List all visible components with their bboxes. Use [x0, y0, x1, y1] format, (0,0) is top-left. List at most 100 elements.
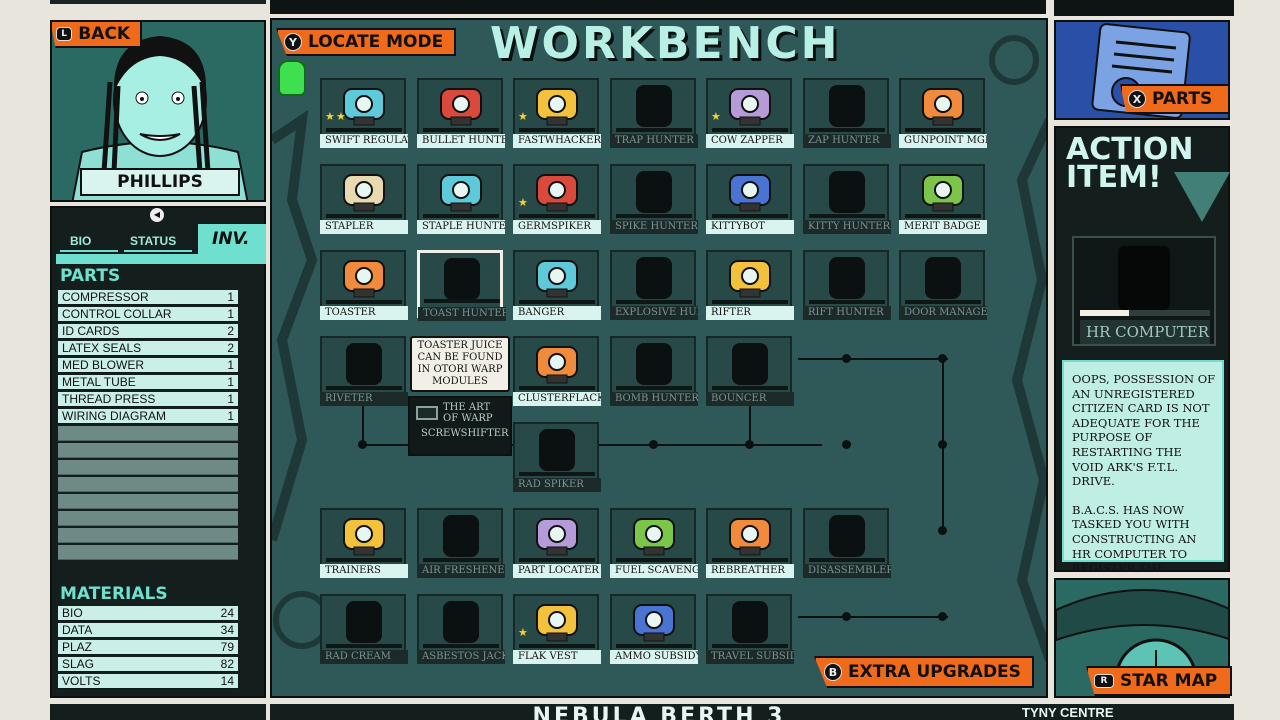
- action-item-description: OOPS, POSSESSION OF AN UNREGISTERED CITI…: [1062, 360, 1224, 590]
- workbench-item[interactable]: AMMO SUBSIDY: [610, 594, 698, 664]
- material-qty: 24: [220, 606, 234, 620]
- workbench-item[interactable]: TRAVEL SUBSIDY: [706, 594, 794, 664]
- workbench-item[interactable]: KITTY HUNTER: [803, 164, 891, 234]
- material-name: BIO: [62, 606, 83, 620]
- extra-upgrades-button[interactable]: B EXTRA UPGRADES: [814, 656, 1034, 688]
- star-rating-icon: ★: [336, 111, 346, 123]
- tab-bio[interactable]: BIO: [60, 230, 118, 252]
- workbench-item[interactable]: ZAP HUNTER: [803, 78, 891, 148]
- parts-button[interactable]: X PARTS: [1120, 84, 1230, 114]
- star-map-button[interactable]: R STAR MAP: [1086, 666, 1232, 696]
- item-label: GERMSPIKER: [513, 220, 601, 234]
- screwdriver-icon: [414, 429, 418, 438]
- item-progress-bar: [712, 386, 788, 390]
- workbench-item[interactable]: BOMB HUNTER: [610, 336, 698, 406]
- item-label: FASTWHACKER: [513, 134, 601, 148]
- bottom-strip-right: TYNY CENTRE: [1016, 704, 1234, 720]
- workbench-item[interactable]: TRAINERS: [320, 508, 408, 578]
- tab-inventory[interactable]: INV.: [198, 224, 266, 254]
- workbench-item[interactable]: EXPLOSIVE HUNTER: [610, 250, 698, 320]
- item-progress-bar: [423, 128, 499, 132]
- locate-mode-button[interactable]: Y LOCATE MODE: [276, 28, 456, 56]
- hint-tooltip: TOASTER JUICE CAN BE FOUND IN OTORI WARP…: [410, 336, 510, 392]
- workbench-item[interactable]: CLUSTERFLACK: [513, 336, 601, 406]
- parts-list-empty-slot: [58, 443, 238, 458]
- workbench-item[interactable]: GUNPOINT MGR: [899, 78, 987, 148]
- workbench-panel: WORKBENCH SWIFT REGULATOR★★BULLET HUNTER…: [270, 18, 1048, 698]
- star-rating-icon: ★: [711, 111, 721, 123]
- requirement-1: THE ART OF WARP: [443, 402, 493, 424]
- item-art-icon: [616, 599, 692, 645]
- connector-node: [938, 440, 947, 449]
- workbench-item[interactable]: PART LOCATER: [513, 508, 601, 578]
- workbench-item[interactable]: RIFTER: [706, 250, 794, 320]
- workbench-item[interactable]: MERIT BADGE: [899, 164, 987, 234]
- collapse-arrow-icon[interactable]: ◀: [150, 208, 164, 222]
- action-item-panel: ACTION ITEM! HR COMPUTER OOPS, POSSESSIO…: [1054, 126, 1230, 590]
- workbench-item[interactable]: GERMSPIKER★: [513, 164, 601, 234]
- item-label: ZAP HUNTER: [803, 134, 891, 148]
- part-qty: 2: [227, 324, 234, 338]
- hint-requirements: THE ART OF WARP SCREWSHIFTER: [408, 396, 512, 456]
- connector-line: [749, 400, 751, 446]
- workbench-item[interactable]: FLAK VEST★: [513, 594, 601, 664]
- workbench-item[interactable]: RIVETER: [320, 336, 408, 406]
- workbench-item[interactable]: BULLET HUNTER: [417, 78, 505, 148]
- workbench-item[interactable]: RAD CREAM: [320, 594, 408, 664]
- item-label: STAPLE HUNTER: [417, 220, 505, 234]
- workbench-item[interactable]: FUEL SCAVENGER: [610, 508, 698, 578]
- workbench-item[interactable]: DISASSEMBLER: [803, 508, 891, 578]
- target-name: HR COMPUTER: [1080, 320, 1210, 344]
- workbench-item[interactable]: ASBESTOS JACKET: [417, 594, 505, 664]
- workbench-item[interactable]: TOAST HUNTER: [417, 250, 506, 321]
- workbench-item[interactable]: SWIFT REGULATOR★★: [320, 78, 408, 148]
- workbench-item[interactable]: BANGER: [513, 250, 601, 320]
- star-map-label: STAR MAP: [1120, 671, 1218, 691]
- item-label: TRAINERS: [320, 564, 408, 578]
- material-qty: 34: [220, 623, 234, 637]
- workbench-item[interactable]: BOUNCER: [706, 336, 794, 406]
- locked-item-silhouette-icon: [326, 599, 402, 645]
- parts-list-empty-slot: [58, 494, 238, 509]
- workbench-item[interactable]: SPIKE HUNTER: [610, 164, 698, 234]
- back-button[interactable]: L BACK: [50, 20, 142, 48]
- workbench-item[interactable]: RIFT HUNTER: [803, 250, 891, 320]
- workbench-item[interactable]: AIR FRESHENER: [417, 508, 505, 578]
- location-title: NEBULA BERTH 3: [532, 704, 786, 720]
- workbench-item[interactable]: COW ZAPPER★: [706, 78, 794, 148]
- item-progress-bar: [712, 644, 788, 648]
- workbench-item[interactable]: TOASTER: [320, 250, 408, 320]
- workbench-item[interactable]: RAD SPIKER: [513, 422, 601, 492]
- item-progress-bar: [616, 128, 692, 132]
- workbench-item[interactable]: REBREATHER: [706, 508, 794, 578]
- workbench-item[interactable]: STAPLE HUNTER: [417, 164, 505, 234]
- workbench-item[interactable]: TRAP HUNTER: [610, 78, 698, 148]
- part-qty: 1: [227, 290, 234, 304]
- workbench-item[interactable]: STAPLER: [320, 164, 408, 234]
- back-button-label: BACK: [78, 24, 130, 44]
- tab-status[interactable]: STATUS: [124, 230, 192, 252]
- workbench-item[interactable]: FASTWHACKER★: [513, 78, 601, 148]
- parts-button-label: PARTS: [1152, 89, 1213, 109]
- top-strip-right: [1054, 0, 1234, 16]
- workbench-item[interactable]: DOOR MANAGER: [899, 250, 987, 320]
- item-label: MERIT BADGE: [899, 220, 987, 234]
- part-name: MED BLOWER: [62, 358, 145, 372]
- item-art-icon: [519, 169, 595, 215]
- item-label: REBREATHER: [706, 564, 794, 578]
- hr-computer-silhouette: [1118, 246, 1170, 310]
- part-qty: 1: [227, 375, 234, 389]
- workbench-item[interactable]: KITTYBOT: [706, 164, 794, 234]
- materials-list-item: BIO 24: [58, 606, 238, 621]
